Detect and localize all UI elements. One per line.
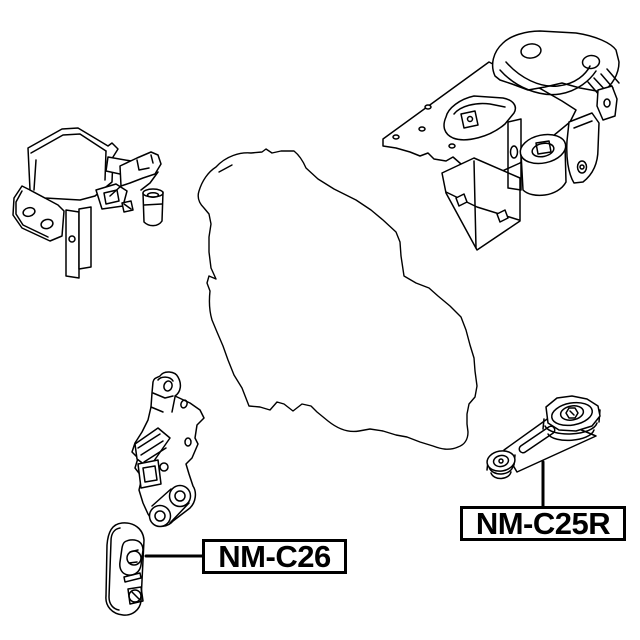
torque-rod-mount-drawing <box>486 395 601 480</box>
leader-lines <box>144 460 545 558</box>
engine-block-outline-drawing <box>197 148 478 450</box>
front-engine-mount-drawing <box>12 127 164 279</box>
part-label-nm-c25r[interactable]: NM-C25R <box>460 506 626 541</box>
rear-engine-mount-bracket-assembly-drawing <box>382 30 620 251</box>
side-mount-bracket-drawing <box>131 371 205 528</box>
oval-rubber-mount-drawing <box>105 522 145 616</box>
part-label-nm-c26[interactable]: NM-C26 <box>202 539 347 574</box>
